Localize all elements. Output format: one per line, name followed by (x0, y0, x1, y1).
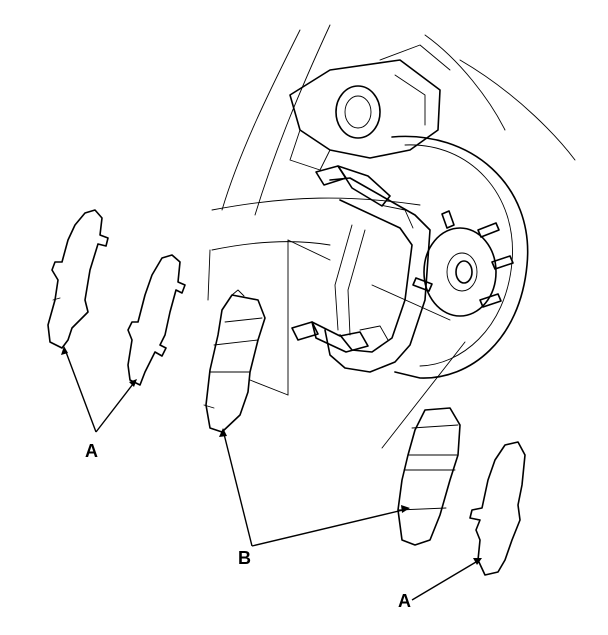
brake-assembly (207, 24, 576, 449)
brake-pad-right (397, 407, 461, 546)
callout-label-a-shims: A (85, 441, 98, 461)
callout-label-a-shim-right: A (398, 591, 411, 611)
caliper-bracket (291, 165, 431, 373)
callout-label-b-pads: B (238, 548, 251, 568)
caliper-mount (289, 44, 451, 171)
brake-pad-left (203, 289, 266, 433)
pad-shim-outer-left (47, 209, 109, 349)
callout-leaders (61, 346, 482, 601)
wheel-hub (412, 210, 514, 317)
brake-disc (391, 135, 529, 379)
wheel-studs (412, 210, 514, 308)
pad-shim-right (469, 441, 526, 576)
pad-shim-inner-left (127, 254, 186, 386)
